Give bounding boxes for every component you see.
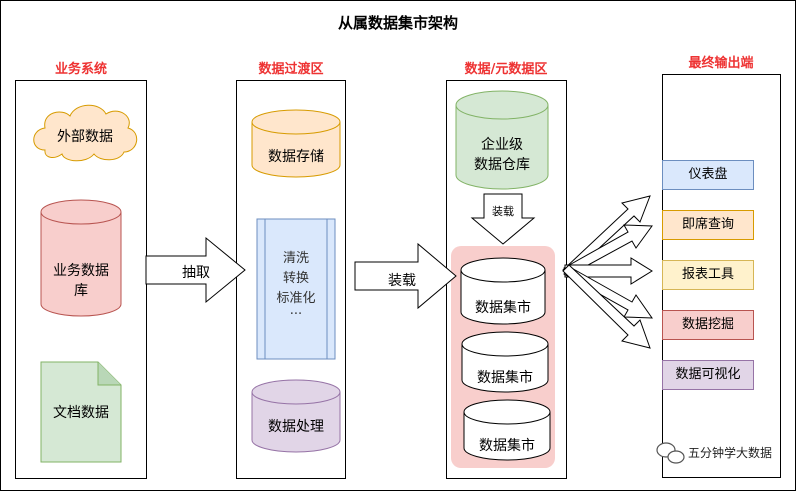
warehouse-label-2: 数据仓库 [474, 157, 530, 173]
external-data-label: 外部数据 [57, 129, 113, 145]
mart-label-3: 数据集市 [479, 438, 535, 454]
column-title-business: 业务系统 [54, 62, 107, 77]
processing-label: 数据处理 [268, 419, 324, 435]
output-data-mining: 数据挖掘 [662, 310, 754, 340]
watermark-text: 五分钟学大数据 [688, 446, 773, 460]
column-title-output: 最终输出端 [688, 56, 754, 71]
storage-shape [251, 109, 341, 178]
mart-shape-2 [461, 331, 549, 393]
process-step-more: ... [289, 303, 303, 318]
business-db-label-1: 业务数据 [53, 263, 109, 279]
business-db-label-2: 库 [74, 283, 88, 299]
warehouse-label-1: 企业级 [481, 137, 523, 153]
process-step-3: 标准化 [276, 291, 316, 306]
output-arrows [562, 195, 653, 349]
business-db-shape [40, 199, 122, 317]
column-title-meta: 数据/元数据区 [464, 62, 548, 77]
column-title-transition: 数据过渡区 [258, 62, 324, 77]
mart-label-2: 数据集市 [477, 370, 533, 386]
output-dashboard: 仪表盘 [662, 160, 754, 190]
mart-shape-3 [463, 399, 551, 461]
warehouse-shape [455, 90, 549, 190]
load-label: 装载 [388, 273, 416, 289]
diagram-title: 从属数据集市架构 [337, 14, 458, 32]
mart-shape-1 [460, 257, 546, 325]
load-down-arrow [470, 193, 536, 245]
mart-label-1: 数据集市 [475, 300, 531, 316]
process-box [256, 218, 336, 360]
processing-shape [251, 379, 341, 453]
cloud-shape [33, 104, 138, 162]
wechat-icon [656, 442, 685, 464]
process-step-1: 清洗 [282, 251, 309, 266]
document-data-label: 文档数据 [53, 405, 109, 421]
extract-arrow [145, 236, 246, 304]
extract-label: 抽取 [182, 265, 210, 281]
load-arrow [354, 242, 457, 310]
storage-label: 数据存储 [268, 149, 324, 165]
output-adhoc-query: 即席查询 [662, 210, 754, 240]
process-step-2: 转换 [282, 271, 309, 286]
output-visualization: 数据可视化 [662, 360, 754, 390]
document-shape [40, 361, 122, 463]
load-small-label: 装载 [492, 205, 514, 218]
output-report-tool: 报表工具 [662, 260, 754, 290]
